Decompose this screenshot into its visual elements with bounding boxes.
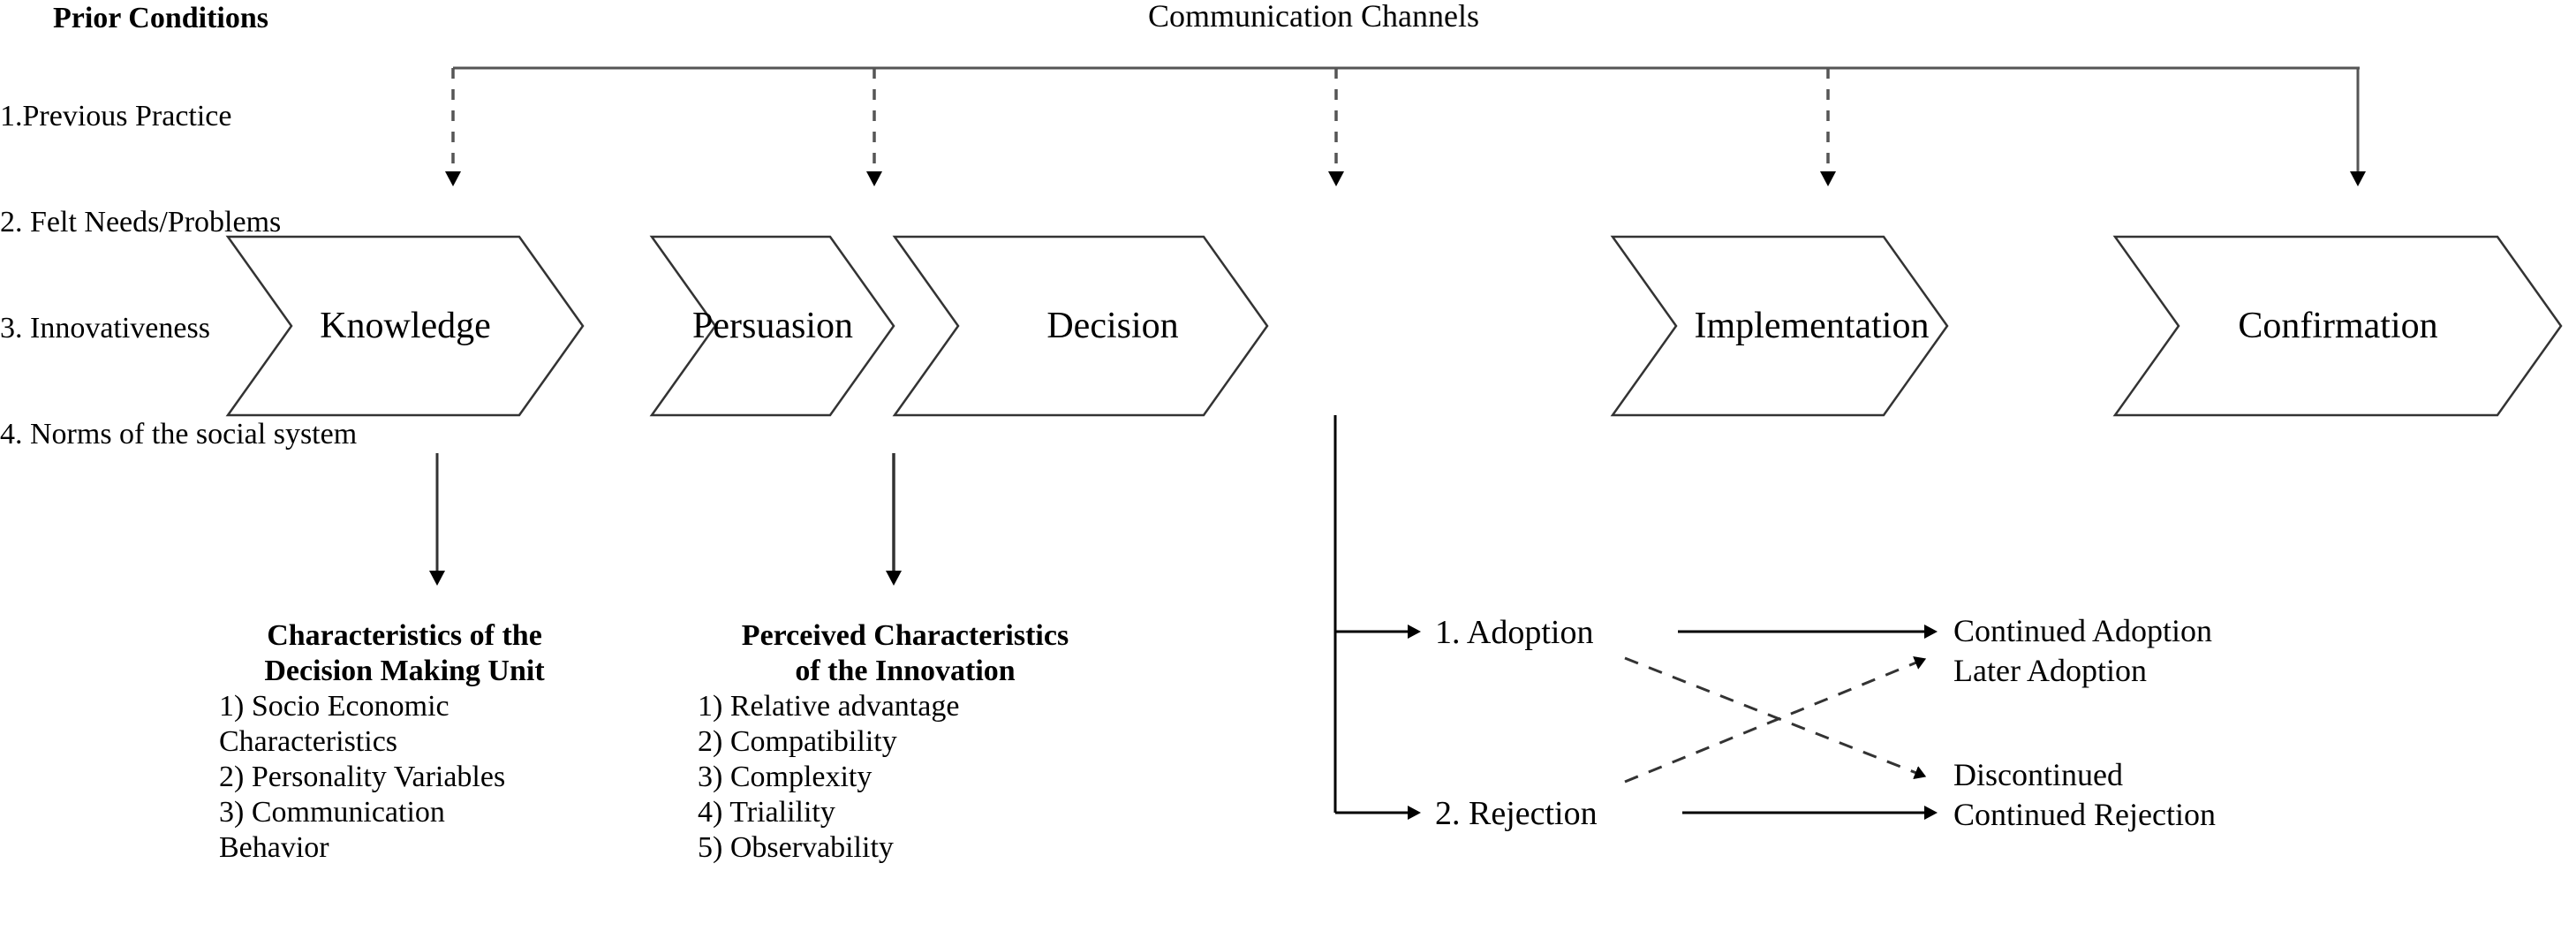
detail-block-heading-line1: Characteristics of the [267, 619, 542, 652]
branch-label-adoption: 1. Adoption [1435, 614, 1594, 651]
arrow-adoption-to-discontinued [1624, 656, 1927, 780]
detail-block-item: 5) Observability [698, 831, 894, 864]
stage-chevron-persuasion[interactable] [649, 235, 895, 417]
detail-block-item: 4) Trialility [698, 796, 835, 829]
stage-label-knowledge: Knowledge [320, 306, 491, 346]
outcome-label-discontinued: Discontinued [1953, 757, 2123, 792]
detail-block-item: 2) Personality Variables [219, 761, 506, 793]
outcome-label-continued-rejection: Continued Rejection [1953, 797, 2216, 832]
prior-conditions-item: 3. Innovativeness [0, 312, 210, 345]
stage-chevron-decision[interactable] [892, 235, 1269, 417]
detail-block-decision-making-unit: Characteristics of the Decision Making U… [219, 618, 590, 866]
branch-label-rejection: 2. Rejection [1435, 795, 1598, 832]
detail-block-heading-line2: Decision Making Unit [264, 655, 545, 687]
detail-block-item: 1) Socio Economic [219, 690, 449, 723]
detail-block-heading-line2: of the Innovation [795, 655, 1016, 687]
detail-block-perceived-characteristics: Perceived Characteristics of the Innovat… [698, 618, 1113, 866]
detail-block-item: Characteristics [219, 725, 398, 758]
arrow-rejection-to-later-adoption [1624, 655, 1927, 784]
detail-block-item: 1) Relative advantage [698, 690, 960, 723]
prior-conditions-item: 1.Previous Practice [0, 100, 232, 133]
detail-block-item: Behavior [219, 831, 329, 864]
stage-label-confirmation: Confirmation [2238, 306, 2438, 346]
detail-block-heading-line1: Perceived Characteristics [741, 619, 1069, 652]
communication-channels-title: Communication Channels [1148, 0, 1479, 34]
stage-label-decision: Decision [1046, 306, 1179, 346]
prior-conditions-item: 2. Felt Needs/Problems [0, 206, 282, 239]
detail-block-item: 3) Complexity [698, 761, 873, 793]
outcome-label-continued-adoption: Continued Adoption [1953, 613, 2213, 648]
stage-chevron-confirmation[interactable] [2112, 235, 2563, 417]
detail-block-item: 2) Compatibility [698, 725, 897, 758]
outcome-label-later-adoption: Later Adoption [1953, 653, 2147, 688]
prior-conditions-list: 1.Previous Practice 2. Felt Needs/Proble… [0, 28, 357, 523]
prior-conditions-heading: Prior Conditions [53, 2, 269, 34]
stage-label-persuasion: Persuasion [692, 306, 853, 346]
stage-chevron-knowledge[interactable] [225, 235, 585, 417]
prior-conditions-item: 4. Norms of the social system [0, 418, 358, 451]
detail-block-item: 3) Communication [219, 796, 445, 829]
stage-chevron-implementation[interactable] [1610, 235, 1949, 417]
stage-label-implementation: Implementation [1694, 306, 1930, 346]
